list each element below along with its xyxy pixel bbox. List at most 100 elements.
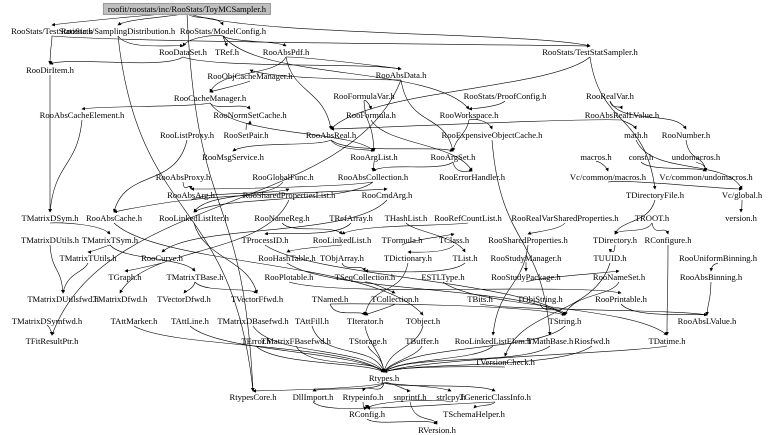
graph-node-rconfigure-h[interactable]: RConfigure.h [644, 235, 692, 245]
graph-node-rooabscollection-h[interactable]: RooAbsCollection.h [337, 172, 409, 182]
graph-node-roonamereg-h[interactable]: RooNameReg.h [254, 213, 310, 223]
graph-node-tstring-h[interactable]: TString.h [548, 316, 582, 326]
graph-node-roolinkedlistiter-h[interactable]: RooLinkedListIter.h [159, 213, 229, 223]
graph-node-rooabsreallvalue-h[interactable]: RooAbsRealLValue.h [584, 110, 660, 120]
graph-node-strlcpy-h[interactable]: strlcpy.h [436, 392, 466, 402]
graph-node-estltype-h[interactable]: ESTLType.h [421, 272, 465, 282]
graph-node-roosharedproperties-h[interactable]: RooSharedProperties.h [488, 235, 568, 245]
graph-node-tfitresultptr-h[interactable]: TFitResultPtr.h [25, 336, 79, 346]
graph-node-roocachemanager-h[interactable]: RooCacheManager.h [173, 93, 247, 103]
graph-node-dllimport-h[interactable]: DllImport.h [292, 392, 334, 402]
graph-node-rooabsdata-h[interactable]: RooAbsData.h [375, 70, 427, 80]
graph-node-tstorage-h[interactable]: TStorage.h [349, 336, 387, 346]
graph-node-troot-h[interactable]: TROOT.h [634, 213, 670, 223]
graph-node-macros-h[interactable]: macros.h [580, 152, 612, 162]
graph-node-tvectordfwd-h[interactable]: TVectorDfwd.h [157, 294, 211, 304]
graph-node-math-h[interactable]: math.h [624, 130, 648, 140]
graph-node-tuuid-h[interactable]: TUUID.h [593, 253, 627, 263]
graph-node-tlist-h[interactable]: TList.h [452, 253, 478, 263]
graph-node-roostudymanager-h[interactable]: RooStudyManager.h [490, 253, 562, 263]
graph-node-rooabspdf-h[interactable]: RooAbsPdf.h [262, 47, 310, 57]
graph-node-tmatrixfbasefwd-h[interactable]: TMatrixFBasefwd.h [261, 336, 331, 346]
graph-node-tobject-h[interactable]: TObject.h [405, 316, 441, 326]
graph-node-tattfill-h[interactable]: TAttFill.h [295, 316, 329, 326]
graph-node-rversion-h[interactable]: RVersion.h [418, 425, 456, 435]
graph-node-tmatrixtutils-h[interactable]: TMatrixTUtils.h [59, 253, 117, 263]
graph-node-rooformula-h[interactable]: RooFormula.h [346, 110, 396, 120]
graph-node-rooabsarg-h[interactable]: RooAbsArg.h [167, 190, 215, 200]
graph-node-tobjstring-h[interactable]: TObjString.h [517, 294, 563, 304]
graph-node-tversioncheck-h[interactable]: TVersionCheck.h [475, 357, 535, 367]
graph-node-rooabscache-h[interactable]: RooAbsCache.h [85, 213, 143, 223]
graph-node-tcollection-h[interactable]: TCollection.h [371, 294, 419, 304]
graph-node-tbits-h[interactable]: TBits.h [467, 294, 493, 304]
graph-node-tnamed-h[interactable]: TNamed.h [311, 294, 349, 304]
graph-node-tattmarker-h[interactable]: TAttMarker.h [110, 316, 158, 326]
graph-node-tmatrixtbase-h[interactable]: TMatrixTBase.h [166, 272, 224, 282]
graph-node-rooerrorhandler-h[interactable]: RooErrorHandler.h [438, 172, 506, 182]
graph-node-rtypeinfo-h[interactable]: Rtypeinfo.h [342, 392, 384, 402]
graph-root-node[interactable]: roofit/roostats/inc/RooStats/ToyMCSample… [102, 3, 272, 15]
graph-node-roostats-teststatistic-h[interactable]: RooStats/TestStatistic.h [11, 26, 93, 36]
graph-node-rooexpensiveobjectcache-h[interactable]: RooExpensiveObjectCache.h [441, 130, 543, 140]
graph-node-tclass-h[interactable]: TClass.h [438, 235, 470, 245]
graph-node-riosfwd-h[interactable]: Riosfwd.h [574, 336, 610, 346]
graph-node-tbuffer-h[interactable]: TBuffer.h [405, 336, 439, 346]
graph-node-rconfig-h[interactable]: RConfig.h [348, 409, 386, 419]
graph-node-vc-common-macros-h[interactable]: Vc/common/macros.h [569, 172, 647, 182]
graph-node-rooworkspace-h[interactable]: RooWorkspace.h [439, 110, 499, 120]
graph-node-roodiritem-h[interactable]: RooDirItem.h [26, 65, 74, 75]
graph-node-rooargset-h[interactable]: RooArgSet.h [430, 152, 476, 162]
graph-node-titerator-h[interactable]: TIterator.h [346, 316, 384, 326]
graph-node-tmatrixdfwd-h[interactable]: TMatrixDfwd.h [92, 294, 148, 304]
graph-node-rtypes-h[interactable]: Rtypes.h [368, 373, 400, 383]
graph-node-rtypescore-h[interactable]: RtypesCore.h [229, 392, 277, 402]
graph-node-version-h[interactable]: version.h [725, 213, 757, 223]
graph-node-roostats-modelconfig-h[interactable]: RooStats/ModelConfig.h [179, 26, 267, 36]
graph-node-roostats-samplingdistribution-h[interactable]: RooStats/SamplingDistribution.h [60, 26, 176, 36]
graph-node-roonumber-h[interactable]: RooNumber.h [661, 130, 711, 140]
graph-node-vc-common-undomacros-h[interactable]: Vc/common/undomacros.h [659, 172, 753, 182]
graph-node-tobjarray-h[interactable]: TObjArray.h [320, 253, 364, 263]
graph-node-roostats-teststatsampler-h[interactable]: RooStats/TestStatSampler.h [542, 47, 638, 57]
graph-node-tmatrixtsym-h[interactable]: TMatrixTSym.h [81, 235, 139, 245]
graph-node-rooobjcachemanager-h[interactable]: RooObjCacheManager.h [207, 71, 293, 81]
graph-node-roostats-proofconfig-h[interactable]: RooStats/ProofConfig.h [463, 91, 547, 101]
graph-node-snprintf-h[interactable]: snprintf.h [393, 392, 427, 402]
graph-node-tdatime-h[interactable]: TDatime.h [648, 336, 686, 346]
graph-node-roohashtable-h[interactable]: RooHashTable.h [258, 253, 316, 263]
graph-node-const-h[interactable]: const.h [628, 152, 654, 162]
graph-node-rooarglist-h[interactable]: RooArgList.h [350, 152, 398, 162]
graph-node-trefarray-h[interactable]: TRefArray.h [329, 213, 373, 223]
graph-node-rooabsproxy-h[interactable]: RooAbsProxy.h [155, 172, 211, 182]
graph-node-rooplotable-h[interactable]: RooPlotable.h [264, 272, 314, 282]
graph-node-roostudypackage-h[interactable]: RooStudyPackage.h [491, 272, 561, 282]
graph-node-tmatrixdbasefwd-h[interactable]: TMatrixDBasefwd.h [217, 316, 289, 326]
graph-node-roocurve-h[interactable]: RooCurve.h [141, 253, 183, 263]
graph-node-roomsgservice-h[interactable]: RooMsgService.h [202, 152, 264, 162]
graph-node-tmatrixdutils-h[interactable]: TMatrixDUtils.h [20, 235, 80, 245]
graph-node-tdirectoryfile-h[interactable]: TDirectoryFile.h [626, 190, 684, 200]
graph-node-rooformulavar-h[interactable]: RooFormulaVar.h [333, 91, 395, 101]
graph-node-tref-h[interactable]: TRef.h [214, 47, 240, 57]
graph-node-rooabslvalue-h[interactable]: RooAbsLValue.h [677, 316, 737, 326]
graph-node-tmatrixdsymfwd-h[interactable]: TMatrixDSymfwd.h [11, 316, 83, 326]
graph-node-roorealvarsharedproperties-h[interactable]: RooRealVarSharedProperties.h [511, 213, 619, 223]
graph-node-tseqcollection-h[interactable]: TSeqCollection.h [334, 272, 396, 282]
graph-node-tmatrixdutilsfwd-h[interactable]: TMatrixDUtilsfwd.h [27, 294, 99, 304]
graph-node-roolistproxy-h[interactable]: RooListProxy.h [159, 130, 215, 140]
graph-node-roolinkedlistelem-h[interactable]: RooLinkedListElem.h [454, 336, 532, 346]
graph-node-rooabscacheelement-h[interactable]: RooAbsCacheElement.h [39, 110, 125, 120]
graph-node-tvectorffwd-h[interactable]: TVectorFfwd.h [230, 294, 284, 304]
graph-node-tdirectory-h[interactable]: TDirectory.h [592, 235, 638, 245]
graph-node-roosharedpropertieslist-h[interactable]: RooSharedPropertiesList.h [242, 190, 336, 200]
graph-node-rooglobalfunc-h[interactable]: RooGlobalFunc.h [252, 172, 314, 182]
graph-node-tdictionary-h[interactable]: TDictionary.h [384, 253, 432, 263]
graph-node-vc-global-h[interactable]: Vc/global.h [721, 190, 763, 200]
graph-node-tmathbase-h[interactable]: TMathBase.h [526, 336, 574, 346]
graph-node-roouniformbinning-h[interactable]: RooUniformBinning.h [678, 253, 758, 263]
graph-node-roolinkedlist-h[interactable]: RooLinkedList.h [312, 235, 372, 245]
graph-node-terror-h[interactable]: TError.h [241, 336, 271, 346]
graph-node-roonameset-h[interactable]: RooNameSet.h [592, 272, 646, 282]
graph-node-undomacros-h[interactable]: undomacros.h [671, 152, 721, 162]
